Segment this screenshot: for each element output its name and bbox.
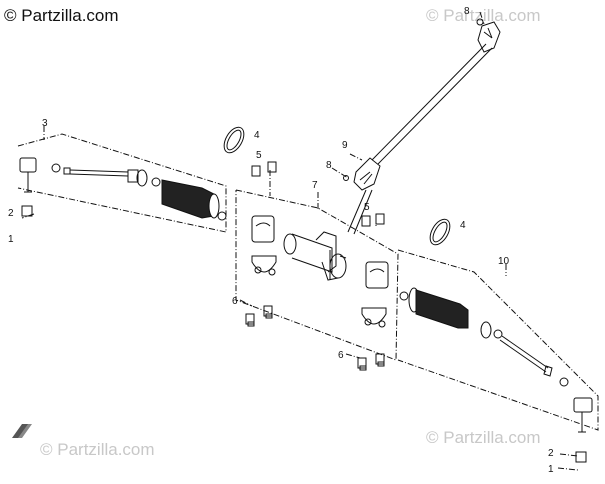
callout-8-upper: 8	[464, 6, 470, 17]
boot-right	[399, 287, 469, 329]
tie-rod-right	[480, 321, 593, 463]
group-outline-left	[17, 133, 227, 233]
callout-10: 10	[498, 256, 510, 267]
watermark-top-left: © Partzilla.com	[4, 6, 119, 25]
tie-rod-left	[19, 157, 161, 193]
callout-5-right: 5	[364, 202, 370, 213]
leader-lines	[21, 11, 579, 471]
callout-2-right: 2	[548, 448, 554, 459]
callout-2-left: 2	[8, 208, 14, 219]
clamp-ring-left	[223, 126, 245, 154]
callout-3: 3	[42, 118, 48, 129]
watermark-bottom-left: © Partzilla.com	[40, 440, 155, 459]
watermark-top-right: © Partzilla.com	[426, 6, 541, 25]
callout-4-left: 4	[254, 130, 260, 141]
watermark-bottom-right: © Partzilla.com	[426, 428, 541, 447]
callout-1-right: 1	[548, 464, 554, 475]
bushing-left	[245, 161, 277, 325]
callout-7: 7	[312, 180, 318, 191]
callout-4-right: 4	[460, 220, 466, 231]
callout-6-right: 6	[338, 350, 344, 361]
boot-left	[161, 179, 227, 221]
callout-6-left: 6	[232, 296, 238, 307]
clamp-ring-right	[429, 218, 451, 246]
callout-1-left: 1	[8, 234, 14, 245]
logo-icon	[12, 424, 32, 438]
bushing-right	[357, 213, 389, 369]
steering-shaft	[371, 18, 501, 165]
universal-joint	[343, 157, 381, 235]
callout-9: 9	[342, 140, 348, 151]
hardware-bolts	[21, 205, 385, 371]
group-outline-center	[235, 189, 399, 361]
group-outline-right	[397, 249, 599, 431]
callout-8-lower: 8	[326, 160, 332, 171]
callout-5-left: 5	[256, 150, 262, 161]
steering-rack	[283, 231, 347, 281]
